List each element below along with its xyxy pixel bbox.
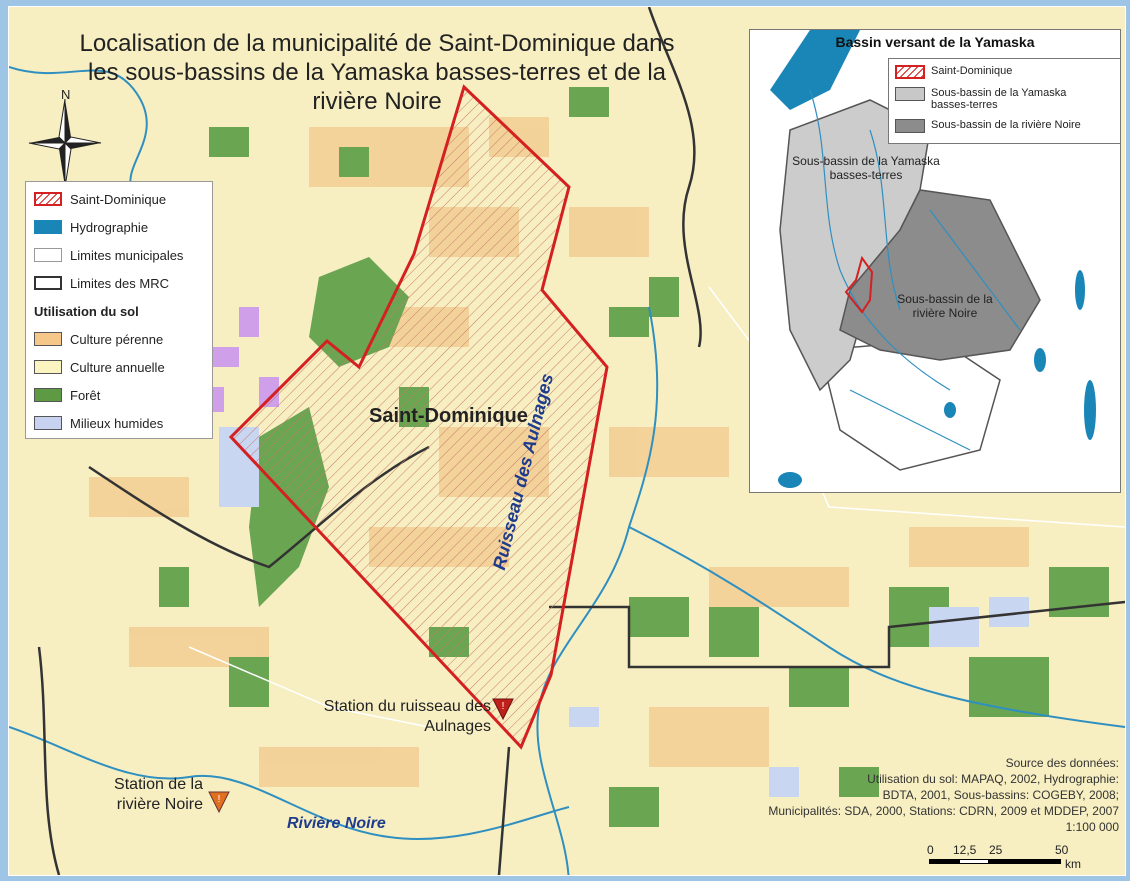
station-ruisseau-marker[interactable]: ! (492, 698, 514, 721)
legend-label: Milieux humides (70, 415, 164, 431)
scale-tick-0: 0 (927, 843, 934, 857)
inset-title: Bassin versant de la Yamaska (835, 34, 1035, 50)
station-riviere-marker[interactable]: ! (208, 791, 230, 814)
inset-map: Bassin versant de la Yamaska Saint-Domin… (749, 29, 1121, 493)
label-saint-dominique: Saint-Dominique (369, 405, 528, 427)
legend-item-culture-annuelle: Culture annuelle (34, 358, 165, 376)
inset-legend-item: Sous-bassin de la Yamaska basses-terres (895, 87, 1115, 111)
data-source-note: Source des données: Utilisation du sol: … (679, 755, 1119, 835)
legend-label: Culture pérenne (70, 331, 164, 347)
hatch-swatch-icon (895, 65, 925, 79)
municipal-swatch-icon (34, 248, 62, 262)
inset-legend-item: Sous-bassin de la rivière Noire (895, 119, 1081, 133)
inset-basemap (770, 30, 1096, 488)
scale-segment (959, 859, 989, 864)
source-line-2: Utilisation du sol: MAPAQ, 2002, Hydrogr… (867, 772, 1119, 786)
scale-segment (929, 859, 959, 864)
saint-dominique-boundary (228, 84, 609, 750)
scale-ratio: 1:100 000 (1065, 820, 1119, 834)
legend-label: Saint-Dominique (70, 191, 167, 207)
svg-text:!: ! (218, 794, 221, 805)
title-line-3: rivière Noire (312, 88, 442, 115)
source-line-3: BDTA, 2001, Sous-bassins: COGEBY, 2008; (882, 788, 1119, 802)
legend-label: Limites municipales (70, 247, 184, 263)
hatch-swatch-icon (34, 192, 62, 206)
legend-item-milieux-humides: Milieux humides (34, 414, 163, 432)
legend-item-hydrographie: Hydrographie (34, 218, 148, 236)
source-line-1: Source des données: (1005, 756, 1119, 770)
scale-tick-1: 12,5 (953, 843, 977, 857)
title-line-1: Localisation de la municipalité de Saint… (79, 30, 675, 57)
legend-item-culture-perenne: Culture pérenne (34, 330, 163, 348)
map-frame: ! ! Localisation de la municipalité de S… (8, 6, 1126, 876)
inset-label-yamaska: Sous-bassin de la Yamaska basses-terres (792, 154, 940, 182)
main-legend: Saint-Dominique Hydrographie Limites mun… (25, 181, 213, 439)
title-line-2: les sous-bassins de la Yamaska basses-te… (87, 59, 667, 86)
inset-legend-label: Sous-bassin de la Yamaska basses-terres (931, 87, 1067, 111)
perennial-swatch-icon (34, 332, 62, 346)
legend-item-limites-mrc: Limites des MRC (34, 274, 169, 292)
rivers (9, 66, 1125, 875)
annual-swatch-icon (34, 360, 62, 374)
label-riviere-noire: Rivière Noire (287, 815, 386, 832)
legend-section-title: Utilisation du sol (34, 304, 139, 319)
legend-label: Hydrographie (70, 219, 149, 235)
forest-swatch-icon (34, 388, 62, 402)
legend-item-saint-dominique: Saint-Dominique (34, 190, 166, 208)
inset-legend-label: Sous-bassin de la rivière Noire (931, 119, 1081, 131)
source-line-4: Municipalités: SDA, 2000, Stations: CDRN… (768, 804, 1119, 818)
svg-text:!: ! (502, 701, 505, 712)
inset-legend-label: Saint-Dominique (931, 65, 1013, 77)
legend-item-foret: Forêt (34, 386, 100, 404)
scale-segment (989, 859, 1061, 864)
north-arrow-icon (28, 98, 102, 188)
scale-tick-2: 25 (989, 843, 1003, 857)
north-label: N (61, 87, 71, 102)
scale-tick-3: 50 (1055, 843, 1069, 857)
legend-label: Limites des MRC (70, 275, 169, 291)
mrc-swatch-icon (34, 276, 62, 290)
legend-label: Forêt (70, 387, 101, 403)
peat-patches (199, 307, 279, 412)
map-title: Localisation de la municipalité de Saint… (27, 29, 727, 116)
scale-unit: km (1065, 857, 1081, 871)
inset-legend-item: Saint-Dominique (895, 65, 1012, 79)
scale-bar: 0 12,5 25 50 km (917, 843, 1117, 873)
inset-label-noire: Sous-bassin de la rivière Noire (897, 292, 993, 320)
wetland-swatch-icon (34, 416, 62, 430)
label-station-ruisseau: Station du ruisseau des Aulnages (323, 698, 491, 735)
label-station-riviere: Station de la rivière Noire (114, 776, 203, 813)
gray-swatch-icon (895, 87, 925, 101)
legend-item-limites-municipales: Limites municipales (34, 246, 183, 264)
legend-label: Culture annuelle (70, 359, 165, 375)
inset-legend: Saint-Dominique Sous-bassin de la Yamask… (888, 58, 1120, 144)
dark-gray-swatch-icon (895, 119, 925, 133)
water-swatch-icon (34, 220, 62, 234)
